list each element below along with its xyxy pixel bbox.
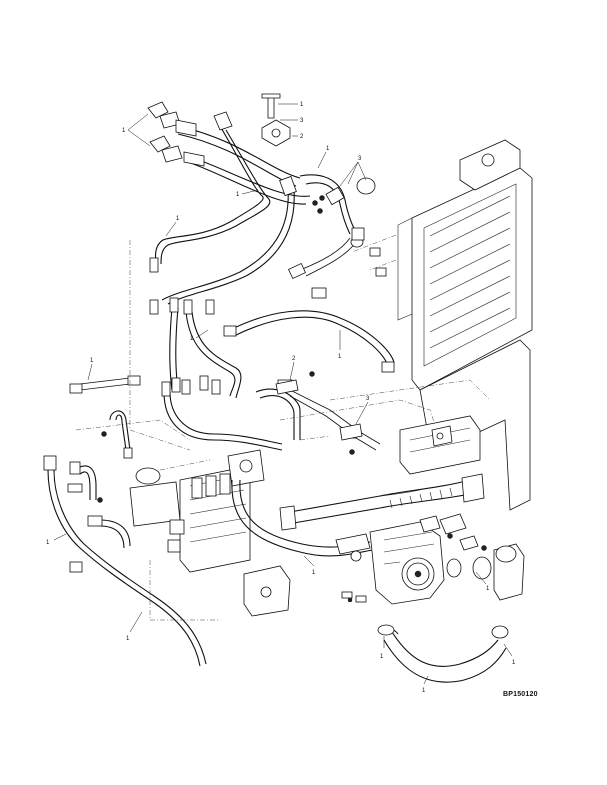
callout-label: 1 bbox=[190, 336, 194, 342]
callout-label: 2 bbox=[292, 356, 296, 362]
callout-label: 3 bbox=[300, 118, 304, 124]
callout-label: 2 bbox=[300, 134, 304, 140]
vertical-fittings bbox=[149, 257, 221, 397]
callout-label: 3 bbox=[358, 156, 362, 162]
callout-label: 1 bbox=[90, 358, 94, 364]
callout-label: 1 bbox=[512, 660, 516, 666]
callout-label: 1 bbox=[236, 192, 240, 198]
callout-label: 1 bbox=[338, 354, 342, 360]
callout-label: 1 bbox=[122, 128, 126, 134]
callout-label: 1 bbox=[326, 146, 330, 152]
callouts: 1 3 2 1 1 3 1 1 1 1 2 3 1 1 1 1 1 1 1 bbox=[46, 102, 516, 694]
callout-label: 1 bbox=[422, 688, 426, 694]
figure-id: BP150120 bbox=[503, 691, 538, 698]
pump-assembly bbox=[335, 513, 525, 605]
left-hoses bbox=[43, 410, 207, 667]
callout-label: 1 bbox=[126, 636, 130, 642]
brackets bbox=[275, 379, 453, 447]
callout-label: 1 bbox=[46, 540, 50, 546]
hardware bbox=[97, 371, 487, 603]
callout-label: 1 bbox=[312, 570, 316, 576]
callout-label: 1 bbox=[176, 216, 180, 222]
control-valve bbox=[129, 449, 291, 617]
callout-label: 3 bbox=[366, 396, 370, 402]
callout-label: 1 bbox=[380, 654, 384, 660]
callout-label: 1 bbox=[486, 586, 490, 592]
suction-hose bbox=[377, 624, 509, 683]
top-fittings bbox=[147, 93, 387, 299]
callout-label: 1 bbox=[300, 102, 304, 108]
